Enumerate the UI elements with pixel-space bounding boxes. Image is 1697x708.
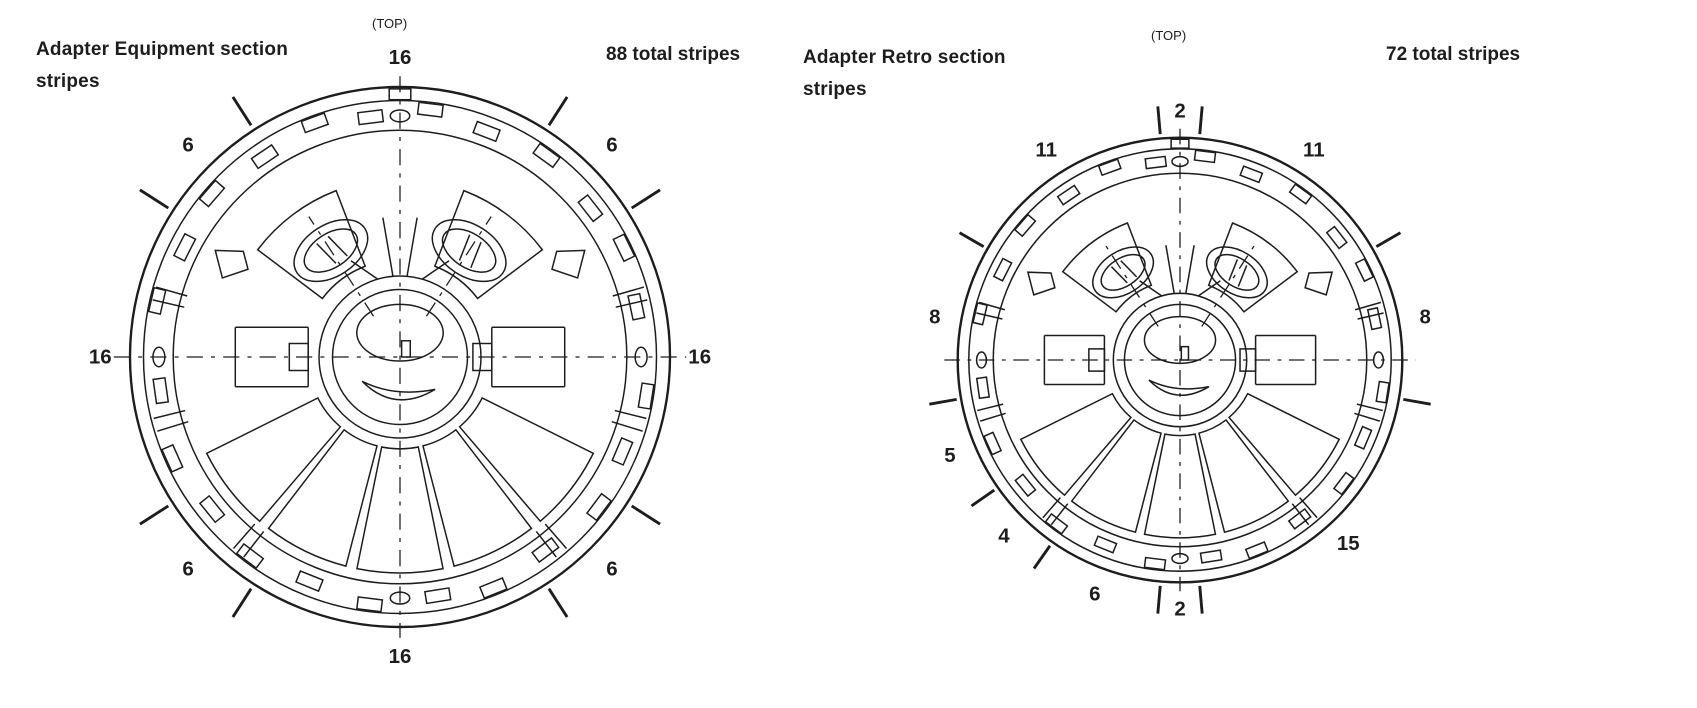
retro-top-label: (TOP) <box>1151 28 1187 43</box>
segment-boundary-tick <box>958 231 985 248</box>
stripe-count-label: 11 <box>1303 139 1325 162</box>
stripe-count-label: 6 <box>606 557 617 580</box>
segment-boundary-tick <box>231 587 253 618</box>
stripe-count-label: 16 <box>89 346 112 369</box>
equipment-top-label: (TOP) <box>372 16 408 31</box>
segment-boundary-tick <box>630 504 661 526</box>
stripe-count-label: 16 <box>389 46 412 69</box>
stripe-count-label: 6 <box>182 557 193 580</box>
stripe-count-label: 6 <box>182 134 193 157</box>
segment-boundary-tick <box>630 188 661 210</box>
segment-boundary-tick <box>139 504 170 526</box>
segment-boundary-tick <box>1032 544 1052 570</box>
stripe-count-label: 2 <box>1174 100 1185 123</box>
segment-boundary-tick <box>547 96 569 127</box>
segment-boundary-tick <box>1198 585 1204 614</box>
segment-boundary-tick <box>1156 585 1162 614</box>
stripe-count-label: 8 <box>1420 305 1431 328</box>
segment-boundary-tick <box>970 488 996 508</box>
segment-boundary-tick <box>139 188 170 210</box>
equipment-title: Adapter Equipment section stripes <box>36 39 289 93</box>
stripe-count-label: 5 <box>944 444 955 467</box>
segment-boundary-tick <box>929 397 957 406</box>
retro-total-stripes: 72 total stripes <box>1386 44 1521 65</box>
stripe-count-label: 8 <box>929 305 940 328</box>
equipment-adapter-drawing: 16 6 16 6 16 6 16 6 <box>89 46 711 668</box>
adapter-art: 16 6 16 6 16 6 16 6 <box>89 46 711 668</box>
stripe-count-label: 11 <box>1035 139 1057 162</box>
stripe-count-label: 2 <box>1174 597 1185 620</box>
stripe-count-label: 15 <box>1337 532 1360 555</box>
stripe-count-label: 6 <box>1089 582 1100 605</box>
equipment-total-stripes: 88 total stripes <box>606 44 741 65</box>
adapter-art: 2 11 8 15 2 6 4 5 8 11 <box>929 100 1431 620</box>
segment-boundary-tick <box>231 96 253 127</box>
retro-title: Adapter Retro section stripes <box>803 47 1006 101</box>
stripe-count-label: 16 <box>389 645 412 668</box>
stripe-count-label: 16 <box>688 346 711 369</box>
retro-adapter-drawing: 2 11 8 15 2 6 4 5 8 11 <box>929 100 1431 620</box>
segment-boundary-tick <box>1403 397 1431 406</box>
segment-boundary-tick <box>1375 231 1402 248</box>
segment-boundary-tick <box>1156 106 1162 135</box>
segment-boundary-tick <box>1198 106 1204 135</box>
stripe-count-label: 6 <box>606 134 617 157</box>
segment-boundary-tick <box>547 587 569 618</box>
stripe-count-label: 4 <box>998 525 1010 548</box>
